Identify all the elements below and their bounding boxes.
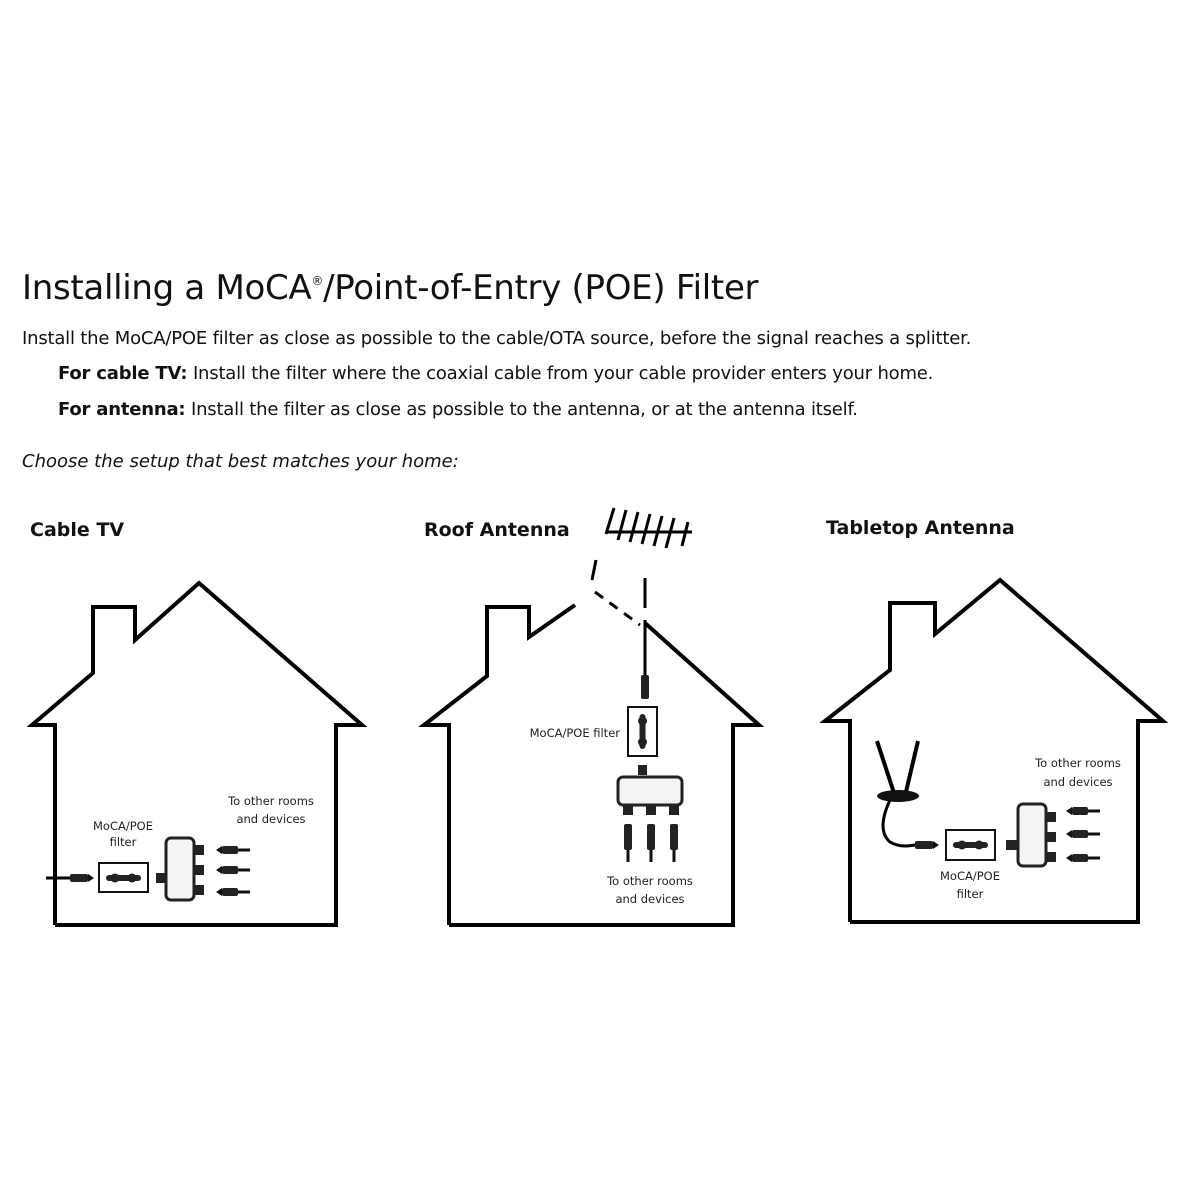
splitter-icon <box>1006 802 1056 868</box>
filter-label: MoCA/POE <box>940 869 1000 883</box>
output-plugs-icon <box>216 846 250 896</box>
output-plugs-icon <box>624 824 678 862</box>
moca-filter-icon <box>98 862 149 893</box>
incoming-coax-icon <box>46 874 94 882</box>
house-roof-antenna: MoCA/POE filter To other rooms and devic… <box>418 507 765 927</box>
heading-cable-tv: Cable TV <box>30 519 125 541</box>
devices-label: To other rooms <box>1034 756 1121 770</box>
note-cable-tv: For cable TV: Install the filter where t… <box>58 363 933 384</box>
page-title: Installing a MoCA®/Point-of-Entry (POE) … <box>22 268 759 308</box>
moca-filter-icon <box>627 706 658 757</box>
tabletop-antenna-icon <box>875 740 939 849</box>
filter-label: filter <box>957 887 984 901</box>
devices-label: To other rooms <box>227 794 314 808</box>
moca-filter-icon <box>945 829 996 861</box>
note-label: For cable TV: <box>58 363 188 384</box>
house-tabletop-antenna: MoCA/POE filter To other rooms and devic… <box>819 577 1169 924</box>
output-plugs-icon <box>1066 807 1100 862</box>
note-text: Install the filter where the coaxial cab… <box>187 363 934 384</box>
roof-antenna-icon <box>604 507 692 680</box>
heading-roof-antenna: Roof Antenna <box>424 519 570 541</box>
filter-label: filter <box>110 835 137 849</box>
note-antenna: For antenna: Install the filter as close… <box>58 399 858 420</box>
splitter-icon <box>156 836 204 902</box>
devices-label: and devices <box>1043 775 1112 789</box>
filter-label: MoCA/POE <box>93 819 153 833</box>
intro-text: Install the MoCA/POE filter as close as … <box>22 328 972 349</box>
note-label: For antenna: <box>58 399 186 420</box>
title-rest: /Point-of-Entry (POE) Filter <box>323 268 759 308</box>
splitter-icon <box>616 765 684 815</box>
heading-tabletop-antenna: Tabletop Antenna <box>826 517 1015 539</box>
house-cable-tv: MoCA/POE filter To other rooms and devic… <box>26 580 368 927</box>
filter-label: MoCA/POE filter <box>530 726 621 740</box>
registered-mark: ® <box>311 274 324 288</box>
devices-label: and devices <box>615 892 684 906</box>
title-main: Installing a MoCA <box>22 268 312 308</box>
choose-prompt: Choose the setup that best matches your … <box>22 451 459 472</box>
devices-label: To other rooms <box>606 874 693 888</box>
devices-label: and devices <box>236 812 305 826</box>
note-text: Install the filter as close as possible … <box>185 399 858 420</box>
